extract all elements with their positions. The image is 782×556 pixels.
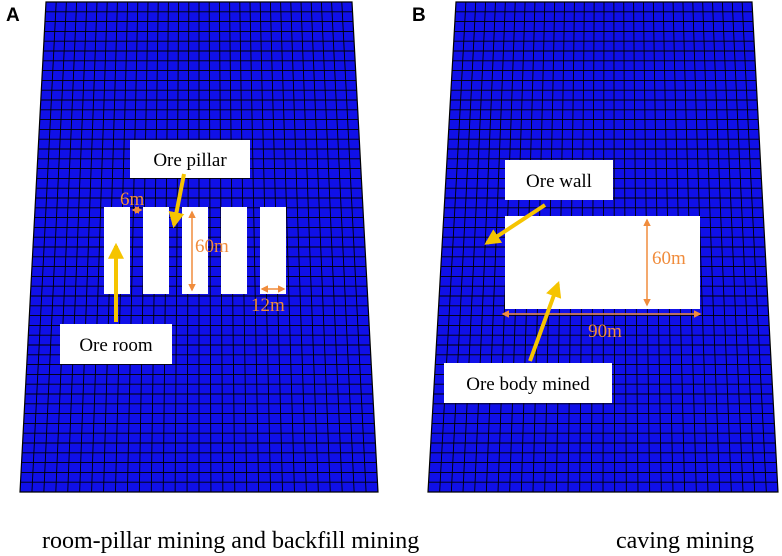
mesh-column-line <box>126 1 139 493</box>
ore-wall-label: Ore wall <box>526 171 592 192</box>
mesh-column-line <box>43 1 67 493</box>
mesh-column-line <box>731 1 756 493</box>
ore-body-mined-label: Ore body mined <box>466 374 590 395</box>
mesh-column-line <box>741 1 767 493</box>
panel-letter-b: B <box>412 5 426 26</box>
ore-body-mined-arrow <box>528 280 562 362</box>
mesh-column-line <box>79 1 98 493</box>
ore-room-opening <box>143 207 169 294</box>
ore-room-openings <box>104 207 286 294</box>
ore-pillar-label-box <box>130 140 250 178</box>
height-dimension-label-b: 60m <box>652 248 686 269</box>
caption-caving: caving mining <box>616 528 754 554</box>
ore-wall-label-box <box>505 160 613 200</box>
mesh-column-line <box>485 1 506 493</box>
mesh-column-line <box>280 1 295 493</box>
mesh-column-line <box>67 1 88 493</box>
mesh-column-line <box>702 1 721 493</box>
mesh-column-line <box>310 1 331 493</box>
panel-a: A Ore pillar 6m 60m 12m Ore room <box>6 1 379 493</box>
mesh-column-line <box>721 1 744 493</box>
mesh-column-line <box>290 1 307 493</box>
caption-room-pillar: room-pillar mining and backfill mining <box>42 528 419 554</box>
mesh-column-line <box>712 1 732 493</box>
gap-dimension-label: 6m <box>120 189 145 210</box>
panel-b: B Ore wall 60m 90m Ore body mined <box>412 1 779 493</box>
height-dimension-label: 60m <box>195 236 229 257</box>
ore-room-opening <box>221 207 247 294</box>
mesh-column-line <box>692 1 709 493</box>
ore-room-label: Ore room <box>79 335 153 356</box>
mesh-column-line <box>91 1 108 493</box>
mesh-column-line <box>174 1 180 493</box>
mesh-column-line <box>462 1 487 493</box>
width-dimension-label: 12m <box>251 295 285 316</box>
mesh-column-line <box>249 1 260 493</box>
mesh-column-line <box>341 1 367 493</box>
mesh-column-line <box>450 1 477 493</box>
ore-body-mined-opening <box>505 216 700 309</box>
panel-letter-a: A <box>6 5 20 26</box>
ore-pillar-arrow <box>168 173 186 229</box>
ore-wall-arrow <box>484 203 547 245</box>
ore-room-label-box <box>60 324 172 364</box>
mesh-column-line <box>31 1 57 493</box>
mesh-column-line <box>331 1 355 493</box>
mesh-column-line <box>439 1 467 493</box>
ore-room-opening <box>260 207 286 294</box>
mesh-column-line <box>474 1 496 493</box>
ore-pillar-label: Ore pillar <box>153 150 227 171</box>
width-dimension-label-b: 90m <box>588 321 622 342</box>
mesh-column-line <box>300 1 319 493</box>
mesh-column-line <box>55 1 78 493</box>
mesh-column-line <box>208 1 212 493</box>
mesh-column-line <box>320 1 343 493</box>
ore-body-mined-label-box <box>444 363 612 403</box>
